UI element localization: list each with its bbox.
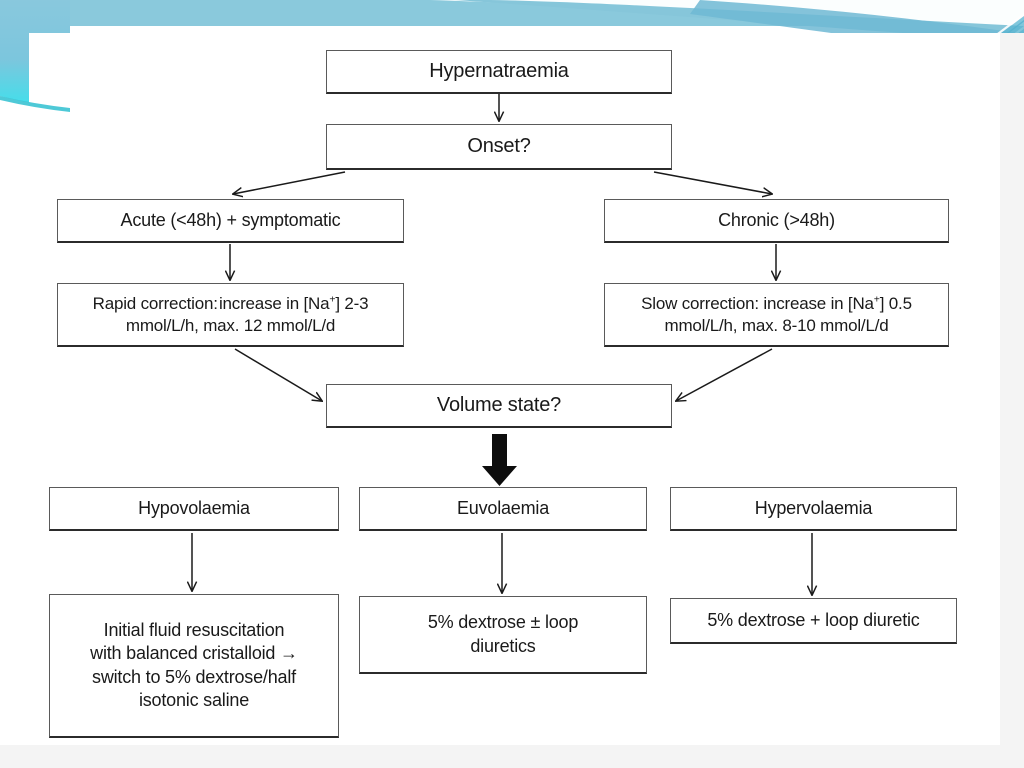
node-euvolaemia-treatment-label: 5% dextrose ± loop diuretics xyxy=(427,611,579,657)
rapid-line-2: mmol/L/h, max. 12 mmol/L/d xyxy=(125,315,336,335)
node-hypervolaemia: Hypervolaemia xyxy=(670,487,957,531)
rapid-line-1: Rapid correction: increase in [Na+] 2-3 xyxy=(92,293,369,313)
hypo-rx-line-2: with balanced cristalloid → xyxy=(90,643,298,664)
node-volume-state-label: Volume state? xyxy=(436,393,562,416)
node-hypernatraemia-label: Hypernatraemia xyxy=(429,59,569,82)
node-chronic-label: Chronic (>48h) xyxy=(718,209,835,230)
edge-slow-volume xyxy=(676,348,773,401)
bottom-edge-band xyxy=(0,745,1024,768)
euv-rx-line-2: diuretics xyxy=(470,635,536,656)
node-euvolaemia-label: Euvolaemia xyxy=(456,497,550,518)
node-hypovolaemia-treatment-label: Initial fluid resuscitation with balance… xyxy=(90,619,298,711)
node-hypovolaemia: Hypovolaemia xyxy=(49,487,339,531)
slow-line-2: mmol/L/h, max. 8-10 mmol/L/d xyxy=(664,315,889,335)
edge-rapid-volume xyxy=(234,348,322,401)
node-volume-state: Volume state? xyxy=(326,384,672,428)
node-slow-correction: Slow correction: increase in [Na+] 0.5 m… xyxy=(604,283,949,347)
node-euvolaemia-treatment: 5% dextrose ± loop diuretics xyxy=(359,596,647,674)
node-acute-label: Acute (<48h) + symptomatic xyxy=(120,209,341,230)
node-hypervolaemia-treatment: 5% dextrose + loop diuretic xyxy=(670,598,957,644)
node-hypovolaemia-treatment: Initial fluid resuscitation with balance… xyxy=(49,594,339,738)
node-chronic: Chronic (>48h) xyxy=(604,199,949,243)
node-hypernatraemia: Hypernatraemia xyxy=(326,50,672,94)
node-onset: Onset? xyxy=(326,124,672,170)
hypo-rx-line-4: isotonic saline xyxy=(138,689,250,710)
node-slow-correction-label: Slow correction: increase in [Na+] 0.5 m… xyxy=(641,293,912,337)
node-hypervolaemia-label: Hypervolaemia xyxy=(754,497,873,518)
node-rapid-correction: Rapid correction: increase in [Na+] 2-3 … xyxy=(57,283,404,347)
euv-rx-line-1: 5% dextrose ± loop xyxy=(427,612,579,633)
hypo-rx-line-1: Initial fluid resuscitation xyxy=(103,620,285,641)
edge-onset-chronic xyxy=(653,171,772,194)
slow-line-1: Slow correction: increase in [Na+] 0.5 xyxy=(641,293,912,313)
node-acute: Acute (<48h) + symptomatic xyxy=(57,199,404,243)
node-euvolaemia: Euvolaemia xyxy=(359,487,647,531)
edge-volume-state-thick-arrow xyxy=(482,434,517,486)
node-hypovolaemia-label: Hypovolaemia xyxy=(138,497,250,518)
edge-onset-acute xyxy=(233,171,346,194)
node-rapid-correction-label: Rapid correction: increase in [Na+] 2-3 … xyxy=(93,293,369,337)
node-onset-label: Onset? xyxy=(467,134,531,157)
right-edge-band xyxy=(1000,33,1024,768)
node-hypervolaemia-treatment-label: 5% dextrose + loop diuretic xyxy=(707,609,920,630)
hypo-rx-line-3: switch to 5% dextrose/half xyxy=(92,666,296,687)
